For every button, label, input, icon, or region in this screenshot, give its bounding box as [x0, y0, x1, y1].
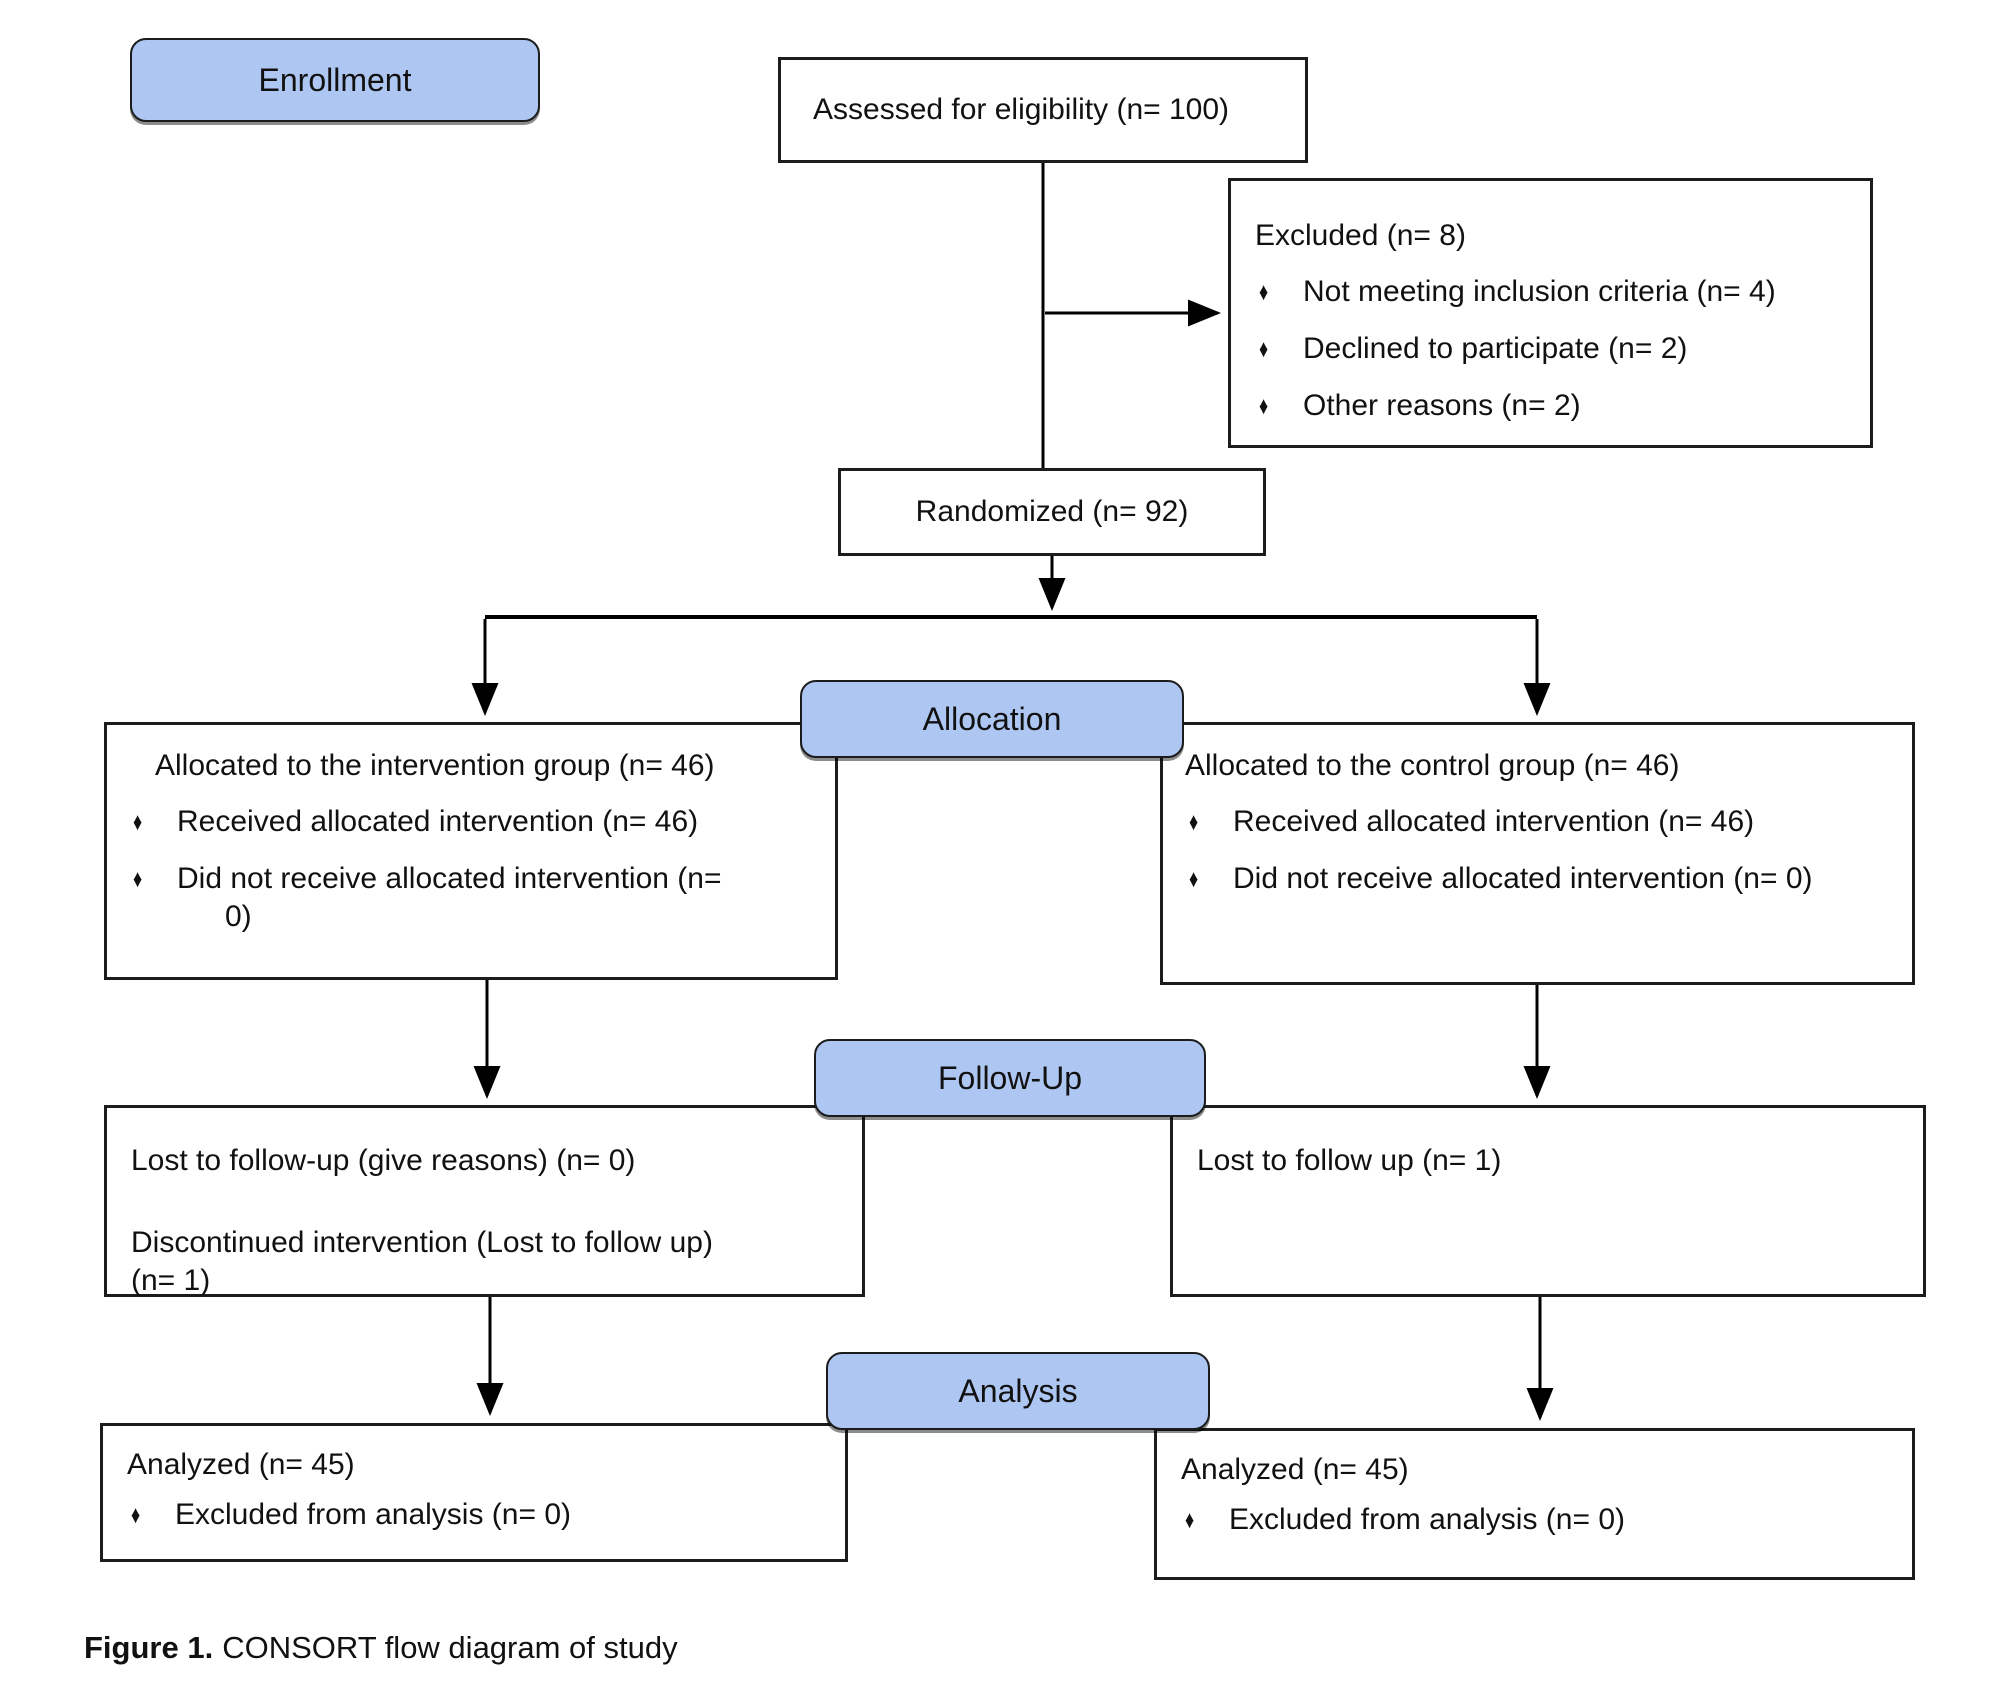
excluded-bullet-1: ♦ Not meeting inclusion criteria (n= 4): [1255, 273, 1852, 311]
excluded-bullet-1-text: Not meeting inclusion criteria (n= 4): [1303, 275, 1776, 308]
alloc-control-bullet-2-text: Did not receive allocated intervention (…: [1233, 862, 1813, 895]
followup-intervention-line-3: (n= 1): [131, 1264, 211, 1297]
analysis-control-bullet-1: ♦ Excluded from analysis (n= 0): [1181, 1501, 1886, 1539]
alloc-intervention-title: Allocated to the intervention group (n= …: [155, 749, 715, 782]
analysis-intervention-bullet-1: ♦ Excluded from analysis (n= 0): [127, 1496, 819, 1534]
box-excluded: Excluded (n= 8) ♦ Not meeting inclusion …: [1228, 178, 1873, 448]
diamond-bullet-icon: ♦: [1259, 392, 1269, 420]
box-followup-control: Lost to follow up (n= 1): [1170, 1105, 1926, 1297]
diamond-bullet-icon: ♦: [1185, 1506, 1195, 1534]
excluded-bullet-3-text: Other reasons (n= 2): [1303, 389, 1581, 422]
alloc-control-bullet-2: ♦ Did not receive allocated intervention…: [1185, 860, 1886, 898]
followup-intervention-line-1: Lost to follow-up (give reasons) (n= 0): [131, 1144, 636, 1177]
alloc-intervention-bullet-1: ♦ Received allocated intervention (n= 46…: [129, 803, 809, 841]
figure-caption-text: CONSORT flow diagram of study: [222, 1630, 678, 1665]
stage-pill-allocation: Allocation: [800, 680, 1184, 758]
randomized-text: Randomized (n= 92): [915, 495, 1189, 528]
alloc-intervention-bullet-1-text: Received allocated intervention (n= 46): [177, 805, 699, 838]
stage-label-analysis: Analysis: [958, 1372, 1078, 1409]
followup-intervention-line-2: Discontinued intervention (Lost to follo…: [131, 1226, 713, 1259]
diamond-bullet-icon: ♦: [1189, 865, 1199, 893]
excluded-bullet-3: ♦ Other reasons (n= 2): [1255, 387, 1852, 425]
assessed-text: Assessed for eligibility (n= 100): [813, 93, 1230, 126]
excluded-title: Excluded (n= 8): [1255, 219, 1466, 252]
box-followup-intervention: Lost to follow-up (give reasons) (n= 0) …: [104, 1105, 865, 1297]
followup-control-line-1: Lost to follow up (n= 1): [1197, 1144, 1502, 1177]
alloc-control-bullet-1: ♦ Received allocated intervention (n= 46…: [1185, 803, 1886, 841]
box-assessed-for-eligibility: Assessed for eligibility (n= 100): [778, 57, 1308, 163]
alloc-intervention-bullet-2-text: Did not receive allocated intervention (…: [177, 862, 722, 895]
alloc-intervention-bullet-2-wrap: 0): [225, 900, 252, 933]
alloc-intervention-bullet-2: ♦ Did not receive allocated intervention…: [129, 860, 809, 898]
stage-pill-enrollment: Enrollment: [130, 38, 540, 122]
analysis-control-bullet-1-text: Excluded from analysis (n= 0): [1229, 1503, 1626, 1536]
box-allocated-intervention-group: Allocated to the intervention group (n= …: [104, 722, 838, 980]
diamond-bullet-icon: ♦: [131, 1501, 141, 1529]
box-randomized: Randomized (n= 92): [838, 468, 1266, 556]
diamond-bullet-icon: ♦: [1189, 808, 1199, 836]
figure-caption-label: Figure 1.: [84, 1630, 214, 1665]
analysis-control-title: Analyzed (n= 45): [1181, 1453, 1409, 1486]
diamond-bullet-icon: ♦: [133, 808, 143, 836]
stage-pill-follow-up: Follow-Up: [814, 1039, 1206, 1117]
box-analysis-intervention: Analyzed (n= 45) ♦ Excluded from analysi…: [100, 1423, 848, 1562]
diamond-bullet-icon: ♦: [1259, 278, 1269, 306]
analysis-intervention-bullet-1-text: Excluded from analysis (n= 0): [175, 1498, 572, 1531]
alloc-control-title: Allocated to the control group (n= 46): [1185, 749, 1680, 782]
analysis-intervention-title: Analyzed (n= 45): [127, 1448, 355, 1481]
stage-label-allocation: Allocation: [922, 700, 1062, 737]
stage-label-follow-up: Follow-Up: [937, 1059, 1083, 1096]
stage-label-enrollment: Enrollment: [258, 61, 412, 98]
figure-caption: Figure 1.CONSORT flow diagram of study: [84, 1630, 678, 1666]
diamond-bullet-icon: ♦: [133, 865, 143, 893]
box-analysis-control: Analyzed (n= 45) ♦ Excluded from analysi…: [1154, 1428, 1915, 1580]
box-allocated-control-group: Allocated to the control group (n= 46) ♦…: [1160, 722, 1915, 985]
excluded-bullet-2-text: Declined to participate (n= 2): [1303, 332, 1688, 365]
stage-pill-analysis: Analysis: [826, 1352, 1210, 1430]
alloc-control-bullet-1-text: Received allocated intervention (n= 46): [1233, 805, 1755, 838]
excluded-bullet-2: ♦ Declined to participate (n= 2): [1255, 330, 1852, 368]
diamond-bullet-icon: ♦: [1259, 335, 1269, 363]
